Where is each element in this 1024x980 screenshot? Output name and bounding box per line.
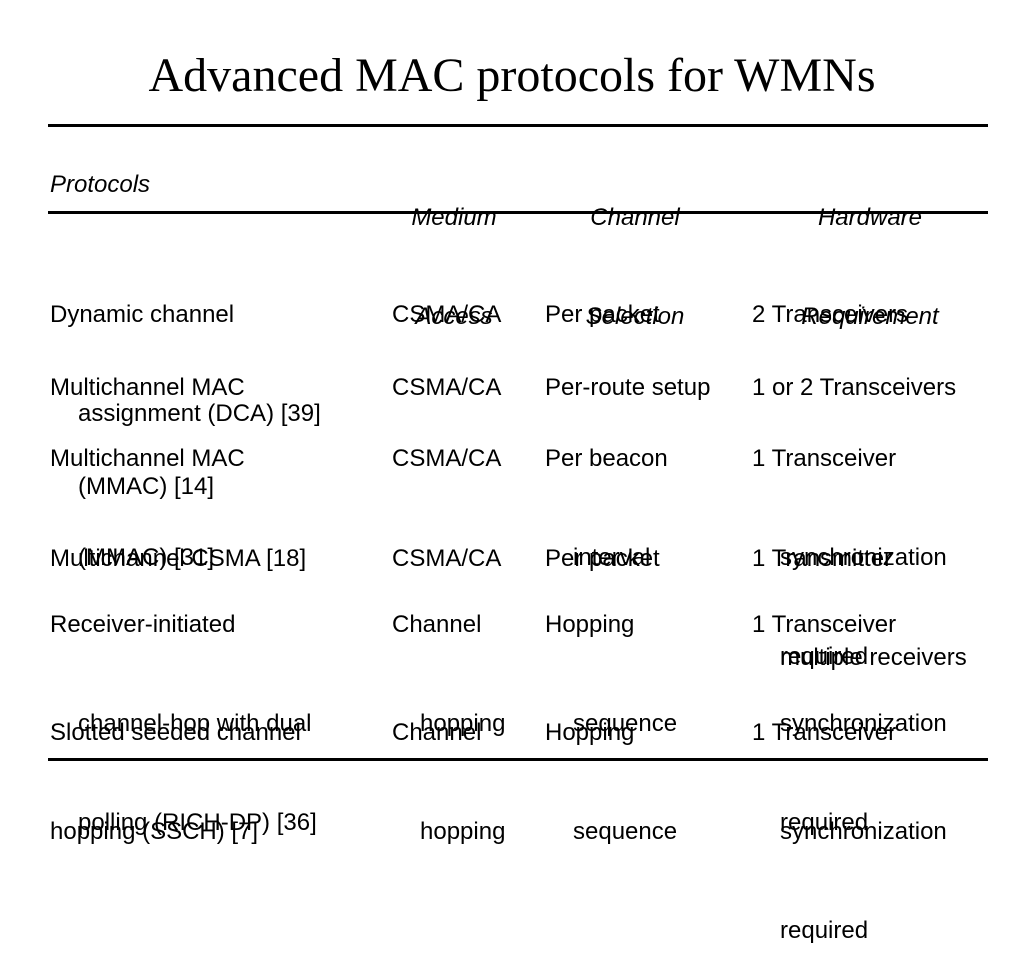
cell-hardware-mcsma: 1 Transmitter multiple receivers [752, 545, 967, 671]
cell-access-mmac-14: CSMA/CA [392, 374, 502, 401]
header-medium-access: Medium Access [411, 204, 497, 330]
cell-access-mmac-31: CSMA/CA [392, 445, 502, 472]
page-title: Advanced MAC protocols for WMNs [148, 49, 876, 102]
cell-protocol-ssch: Slotted seeded channel hopping (SSCH) [7… [50, 719, 301, 845]
cell-channel-ssch: Hopping sequence [545, 719, 678, 845]
cell-access-mcsma: CSMA/CA [392, 545, 502, 572]
cell-channel-mmac-31: Per beacon interval [545, 445, 668, 571]
cell-protocol-mcsma: Multichannel CSMA [18] [50, 545, 307, 572]
table-header-rule [48, 211, 988, 214]
header-protocols: Protocols [50, 171, 151, 198]
cell-hardware-dca: 2 Transceivers [752, 301, 909, 328]
cell-protocol-mmac-14: Multichannel MAC (MMAC) [14] [50, 374, 245, 500]
cell-channel-mmac-14: Per-route setup [545, 374, 711, 401]
cell-channel-mcsma: Per packet [545, 545, 660, 572]
table-top-rule [48, 124, 988, 127]
cell-access-dca: CSMA/CA [392, 301, 502, 328]
cell-hardware-ssch: 1 Transceiver synchronization required [752, 719, 947, 944]
cell-hardware-mmac-31: 1 Transceiver synchronization required [752, 445, 947, 670]
cell-hardware-mmac-14: 1 or 2 Transceivers [752, 374, 957, 401]
cell-channel-dca: Per packet [545, 301, 660, 328]
cell-channel-rich-dp: Hopping sequence [545, 611, 678, 737]
header-hardware-requirement: Hardware Requirement [801, 204, 939, 330]
cell-access-ssch: Channel hopping [392, 719, 506, 845]
cell-access-rich-dp: Channel hopping [392, 611, 506, 737]
cell-protocol-mmac-31: Multichannel MAC (MMAC) [31] [50, 445, 245, 571]
header-channel-selection: Channel Selection [585, 204, 685, 330]
cell-protocol-dca: Dynamic channel assignment (DCA) [39] [50, 301, 321, 427]
table-bottom-rule [48, 758, 988, 761]
